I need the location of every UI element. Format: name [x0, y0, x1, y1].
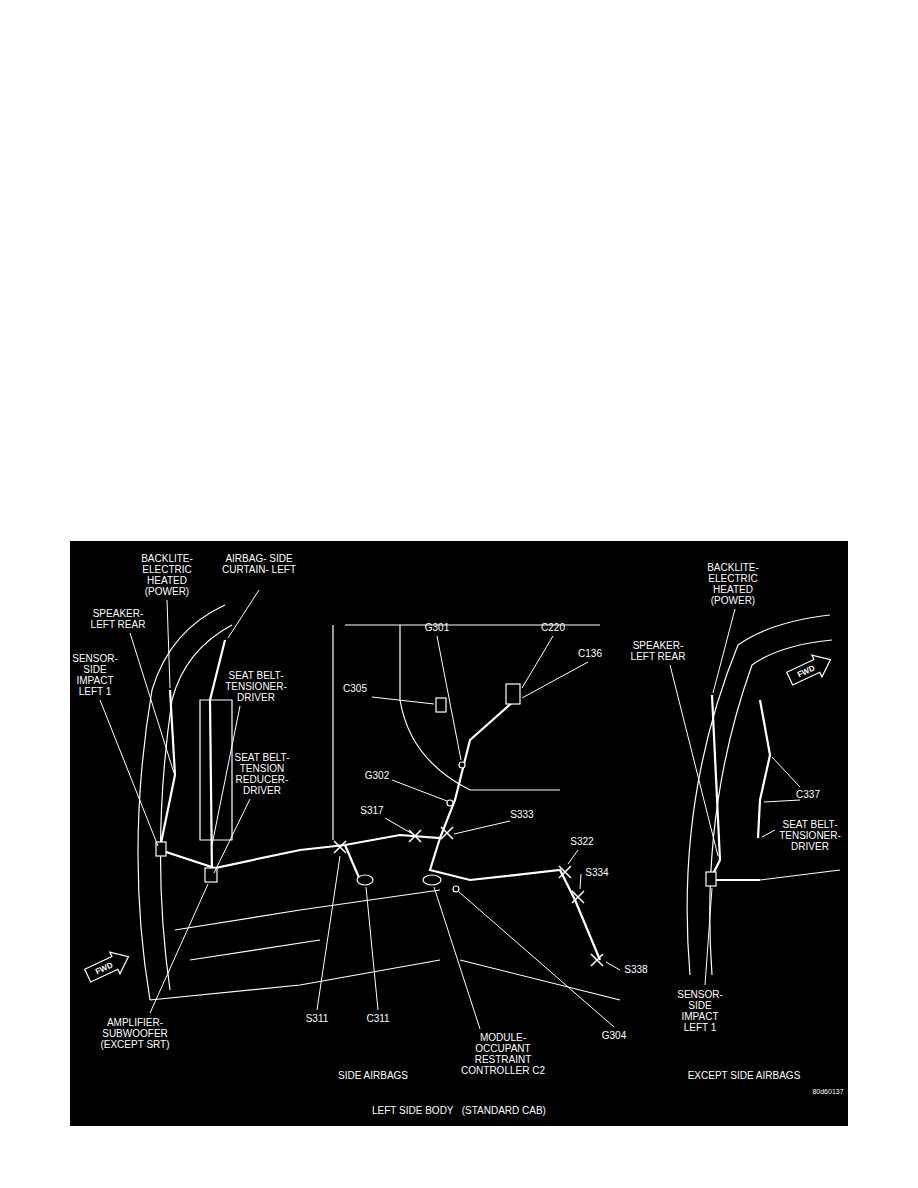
ground-id: G302 [365, 770, 389, 781]
direction-arrow [83, 649, 836, 987]
connector-id: C136 [578, 648, 602, 659]
part-label: SPEAKER- LEFT REAR [627, 640, 689, 662]
part-label: MODULE- OCCUPANT RESTRAINT CONTROLLER C2 [458, 1032, 548, 1076]
connector-id: C305 [343, 683, 367, 694]
splice-mark [572, 891, 584, 903]
leader-line [522, 636, 553, 688]
splice-mark [591, 954, 603, 966]
leader-line [764, 800, 800, 802]
floor-line [175, 890, 440, 930]
leader-line [167, 600, 170, 688]
splice-id: S311 [306, 1013, 329, 1024]
harness-wire [430, 838, 600, 960]
harness-wire [160, 700, 515, 868]
splice-id: S334 [585, 867, 608, 878]
splice-mark [334, 827, 603, 966]
connector-symbol [423, 875, 441, 885]
splice-id: S338 [624, 964, 647, 975]
body-outline [138, 605, 840, 1000]
pillar-outline [687, 615, 830, 975]
leader-line [372, 697, 434, 704]
splice-id: S333 [510, 809, 533, 820]
ground-id: G301 [425, 622, 449, 633]
connector-id: C337 [796, 789, 820, 800]
harness-wire [210, 640, 225, 875]
connector-symbol [436, 698, 446, 712]
pillar-outline [138, 605, 225, 1000]
direction-arrow [785, 649, 836, 690]
connector-id: C311 [366, 1013, 389, 1024]
ground-bolt [459, 762, 465, 768]
splice-id: S317 [360, 805, 383, 816]
connector-symbol [506, 684, 520, 704]
harness-wire [160, 640, 770, 960]
figure-number: 80d60137 [812, 1088, 843, 1096]
leader-line [522, 662, 588, 698]
connector-symbol [706, 872, 716, 886]
floor-line [460, 960, 620, 1000]
splice-mark [334, 841, 346, 853]
leader-line [366, 887, 378, 1010]
direction-arrow [83, 946, 134, 987]
leader-line [772, 757, 800, 787]
leader-line [150, 884, 208, 1013]
connector-symbol [357, 875, 373, 885]
part-label: EXCEPT SIDE AIRBAGS [688, 1070, 801, 1081]
leader-line [130, 633, 174, 773]
ground-bolt [447, 800, 453, 806]
part-label: SPEAKER- LEFT REAR [87, 608, 149, 630]
leader-line [762, 830, 775, 837]
leader-line [705, 888, 712, 985]
pillar-outline [710, 640, 832, 975]
caption-text: LEFT SIDE BODY (STANDARD CAB) [372, 1105, 546, 1116]
leader-line [228, 590, 259, 638]
part-label: BACKLITE- ELECTRIC HEATED (POWER) [141, 553, 193, 597]
leader-line [568, 850, 578, 864]
leader-line [385, 818, 411, 833]
leader-line [437, 636, 461, 760]
image-panel [70, 541, 848, 1126]
leader-line [214, 799, 250, 873]
part-label: BACKLITE- ELECTRIC HEATED (POWER) [707, 562, 759, 606]
leader-line [580, 874, 581, 889]
part-label: SEAT BELT- TENSION REDUCER- DRIVER [227, 752, 297, 796]
part-label: SEAT BELT- TENSIONER- DRIVER [221, 670, 291, 703]
floor-line [190, 940, 320, 960]
part-label: SIDE AIRBAGS [338, 1070, 408, 1081]
floor-line [470, 789, 560, 790]
part-label: SEAT BELT- TENSIONER- DRIVER [777, 819, 843, 852]
leader-line [317, 856, 340, 1010]
splice-id: S322 [570, 836, 593, 847]
ground-bolt [453, 886, 459, 892]
splice-mark [559, 866, 571, 878]
leader-line [100, 590, 800, 1029]
part-label: SENSOR- SIDE IMPACT LEFT 1 [71, 653, 119, 697]
splice-mark [409, 830, 421, 842]
leader-line [670, 665, 718, 856]
leader-line [606, 962, 620, 970]
leader-line [713, 609, 735, 693]
harness-wire [345, 845, 360, 880]
leader-line [100, 700, 158, 846]
pillar-outline [160, 625, 232, 990]
leader-line [454, 821, 510, 834]
door-frame [400, 625, 470, 790]
part-label: SENSOR- SIDE IMPACT LEFT 1 [676, 989, 724, 1033]
connector-symbol [156, 684, 716, 892]
connector-id: C220 [541, 622, 565, 633]
part-label: AMPLIFIER- SUBWOOFER (EXCEPT SRT) [97, 1017, 173, 1050]
leader-line [459, 892, 614, 1027]
part-label: AIRBAG- SIDE CURTAIN- LEFT [218, 553, 300, 575]
leader-line [392, 780, 447, 801]
pillar-outline [332, 625, 333, 840]
splice-mark [441, 827, 453, 839]
harness-wire [758, 700, 770, 838]
leader-line [434, 887, 480, 1029]
ground-id: G304 [602, 1030, 626, 1041]
floor-line [760, 870, 840, 880]
floor-edge [150, 960, 440, 1000]
